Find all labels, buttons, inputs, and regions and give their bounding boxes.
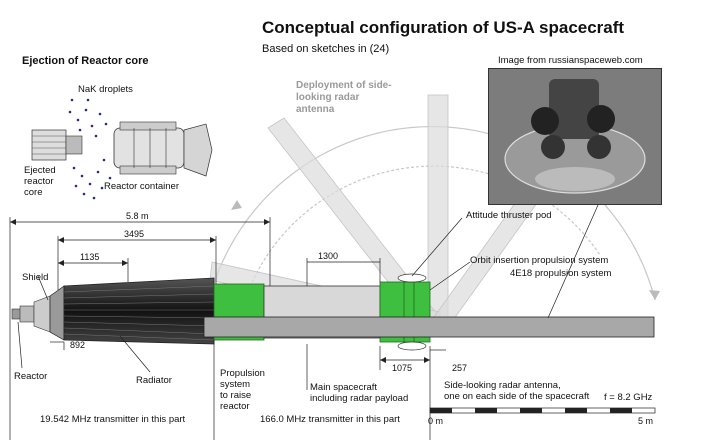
orbit-label: Orbit insertion propulsion system — [470, 255, 609, 266]
deployment-arrowheads — [231, 200, 660, 300]
page-title: Conceptual configuration of US-A spacecr… — [262, 18, 625, 37]
thruster-pod-bottom — [397, 341, 427, 351]
shield — [49, 285, 65, 341]
dim-1300: 1300 — [318, 251, 339, 261]
spacecraft-photo — [488, 68, 662, 205]
radar-antenna — [203, 316, 655, 338]
main-sc-label: Main spacecraft including radar payload — [310, 382, 409, 404]
reactor-container-label: Reactor container — [104, 181, 179, 192]
radiator-label: Radiator — [136, 375, 172, 386]
ejection-sketch — [31, 98, 213, 200]
dim-1135: 1135 — [80, 252, 100, 262]
radiator — [63, 277, 215, 345]
engine-label: 4E18 propulsion system — [510, 268, 612, 279]
photo-caption: Image from russianspaceweb.com — [498, 55, 643, 66]
page-subtitle: Based on sketches in (24) — [262, 43, 390, 55]
dim-892: 892 — [70, 340, 86, 350]
attitude-label: Attitude thruster pod — [466, 210, 552, 221]
ejection-title: Ejection of Reactor core — [22, 55, 149, 67]
propulsion-label: Propulsion system to raise reactor — [220, 368, 265, 412]
antenna-label: Side-looking radar antenna, one on each … — [444, 380, 590, 402]
scale-start: 0 m — [428, 416, 444, 426]
tx2-label: 166.0 MHz transmitter in this part — [260, 414, 400, 425]
dim-overall: 5.8 m — [126, 211, 149, 221]
radar-deploy-label: Deployment of side- looking radar antenn… — [296, 80, 392, 115]
tx1-label: 19.542 MHz transmitter in this part — [40, 414, 186, 425]
ejected-core-label: Ejected reactor core — [24, 165, 56, 198]
scale-end: 5 m — [638, 416, 654, 426]
scale-bar — [429, 407, 656, 414]
dim-1075: 1075 — [392, 363, 413, 373]
reactor-label: Reactor — [14, 371, 48, 382]
reactor-tip — [11, 295, 51, 333]
nak-label: NaK droplets — [78, 84, 133, 95]
dim-3495: 3495 — [124, 229, 145, 239]
dim-257: 257 — [452, 363, 468, 373]
shield-label: Shield — [22, 272, 49, 283]
freq-label: f = 8.2 GHz — [604, 392, 653, 403]
thruster-pod-top — [397, 273, 427, 283]
